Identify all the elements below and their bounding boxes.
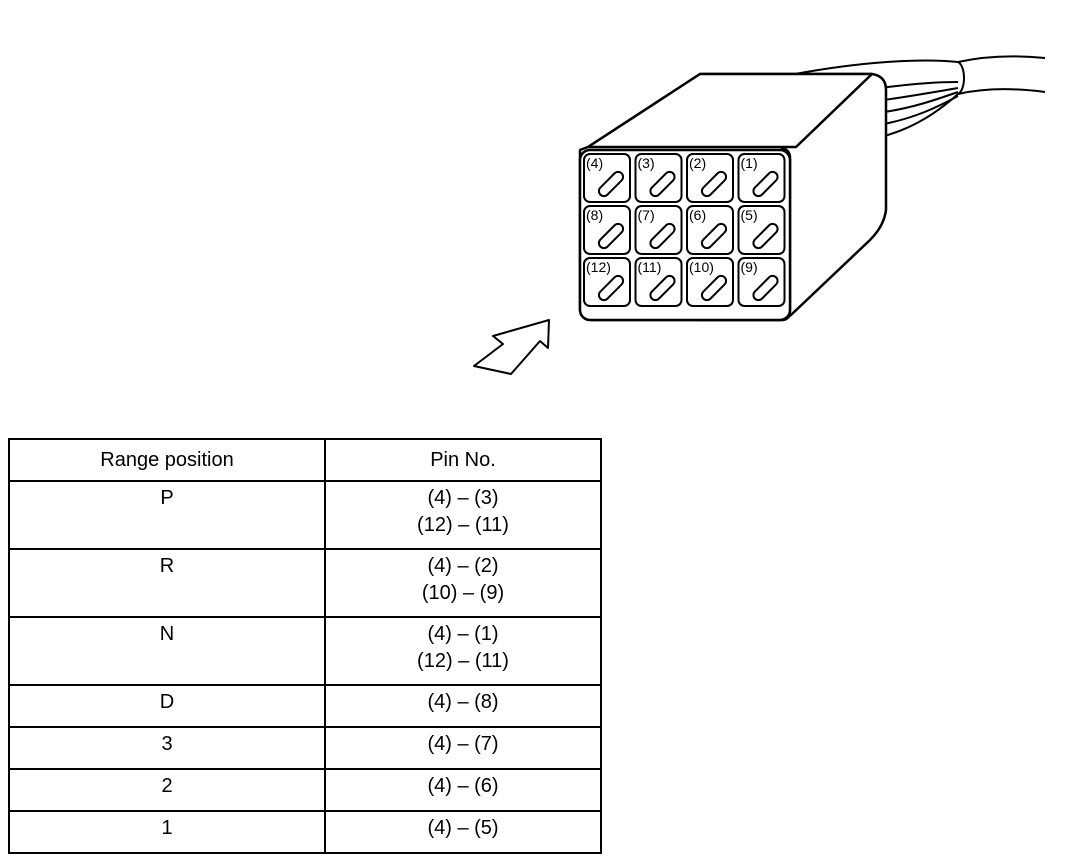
view-direction-arrow-icon bbox=[473, 319, 550, 375]
terminal-slot bbox=[649, 274, 676, 302]
pin-pair: (4) – (3) bbox=[427, 487, 499, 509]
pin-cell: (11) bbox=[634, 257, 683, 307]
terminal-slot bbox=[700, 170, 728, 198]
table-header-row: Range position Pin No. bbox=[8, 438, 602, 482]
pin-no-cell: (4) – (5) bbox=[324, 810, 602, 854]
pin-label: (10) bbox=[689, 259, 714, 275]
pin-label: (2) bbox=[689, 155, 706, 171]
pin-cell: (5) bbox=[737, 205, 786, 255]
pin-pair: (4) – (8) bbox=[427, 691, 499, 713]
range-position-cell: 3 bbox=[8, 726, 326, 770]
table-row: R (4) – (2) (10) – (9) bbox=[8, 548, 602, 618]
range-position-cell: R bbox=[8, 548, 326, 618]
pin-label: (9) bbox=[741, 259, 758, 275]
pin-label: (5) bbox=[741, 207, 758, 223]
terminal-slot bbox=[752, 222, 779, 250]
pin-table: Range position Pin No. P (4) – (3) (12) … bbox=[8, 438, 602, 854]
pin-cell: (12) bbox=[583, 257, 631, 307]
pin-no-cell: (4) – (1) (12) – (11) bbox=[324, 616, 602, 686]
table-row: N (4) – (1) (12) – (11) bbox=[8, 616, 602, 686]
pin-no-cell: (4) – (3) (12) – (11) bbox=[324, 480, 602, 550]
pin-no-cell: (4) – (2) (10) – (9) bbox=[324, 548, 602, 618]
pin-pair: (4) – (6) bbox=[427, 775, 499, 797]
pin-no-cell: (4) – (7) bbox=[324, 726, 602, 770]
table-row: P (4) – (3) (12) – (11) bbox=[8, 480, 602, 550]
pin-pair: (4) – (1) bbox=[427, 623, 499, 645]
wire-harness bbox=[794, 55, 1046, 137]
pin-label: (4) bbox=[586, 155, 603, 171]
pin-cell: (4) bbox=[583, 153, 631, 203]
pin-cell: (9) bbox=[737, 257, 786, 307]
range-position-header: Range position bbox=[8, 438, 326, 482]
pin-pair: (4) – (7) bbox=[427, 733, 499, 755]
terminal-slot bbox=[649, 222, 676, 250]
pin-no-cell: (4) – (6) bbox=[324, 768, 602, 812]
terminal-slot bbox=[752, 170, 779, 198]
pin-pair: (12) – (11) bbox=[417, 650, 509, 672]
table-row: D (4) – (8) bbox=[8, 684, 602, 728]
table-row: 1 (4) – (5) bbox=[8, 810, 602, 854]
terminal-slot bbox=[700, 274, 728, 302]
pin-cell: (3) bbox=[634, 153, 683, 203]
pin-label: (7) bbox=[638, 207, 655, 223]
pin-pair: (4) – (5) bbox=[427, 817, 499, 839]
range-position-cell: 1 bbox=[8, 810, 326, 854]
pin-no-header: Pin No. bbox=[324, 438, 602, 482]
table-row: 2 (4) – (6) bbox=[8, 768, 602, 812]
pin-cell: (2) bbox=[686, 153, 734, 203]
pin-cell: (1) bbox=[737, 153, 786, 203]
pin-label: (3) bbox=[638, 155, 655, 171]
pin-pair: (10) – (9) bbox=[421, 582, 505, 604]
connector-diagram: (4) (3) (2) (1) (8) (7) (6) (5) (12) (11) (10) (9) bbox=[473, 55, 1046, 375]
pin-pair: (12) – (11) bbox=[417, 514, 509, 536]
terminal-slot bbox=[649, 170, 676, 198]
range-position-cell: D bbox=[8, 684, 326, 728]
range-position-cell: 2 bbox=[8, 768, 326, 812]
terminal-slot bbox=[700, 222, 728, 250]
pin-label: (1) bbox=[741, 155, 758, 171]
pin-pair: (4) – (2) bbox=[427, 555, 499, 577]
pin-label: (11) bbox=[638, 259, 662, 275]
table-row: 3 (4) – (7) bbox=[8, 726, 602, 770]
pin-grid: (4) (3) (2) (1) (8) (7) (6) (5) (12) (11) (10) (9) bbox=[583, 153, 786, 307]
pin-cell: (8) bbox=[583, 205, 631, 255]
terminal-slot bbox=[597, 170, 625, 198]
pin-no-cell: (4) – (8) bbox=[324, 684, 602, 728]
terminal-slot bbox=[597, 222, 625, 250]
terminal-slot bbox=[752, 274, 779, 302]
pin-label: (8) bbox=[586, 207, 603, 223]
pin-cell: (7) bbox=[634, 205, 683, 255]
range-position-cell: P bbox=[8, 480, 326, 550]
pin-cell: (10) bbox=[686, 257, 734, 307]
range-position-cell: N bbox=[8, 616, 326, 686]
pin-label: (12) bbox=[586, 259, 611, 275]
terminal-slot bbox=[597, 274, 625, 302]
pin-cell: (6) bbox=[686, 205, 734, 255]
pin-label: (6) bbox=[689, 207, 706, 223]
